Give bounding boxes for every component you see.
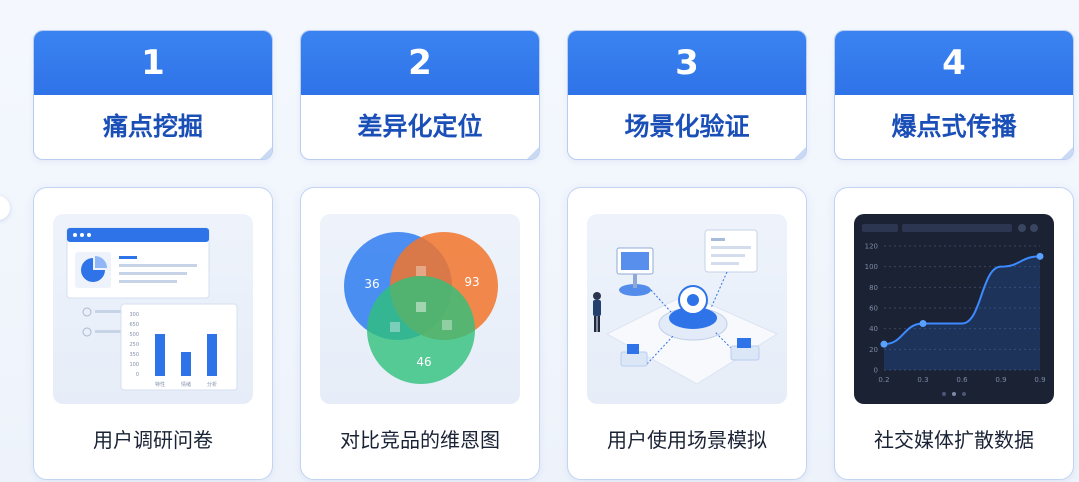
visual-card-2[interactable]: 36 93 46 对比竞品的维恩图	[300, 187, 540, 480]
carousel-prev-handle[interactable]	[0, 196, 10, 220]
y-tick-label: 60	[869, 305, 878, 313]
hub-node-icon	[658, 285, 728, 341]
data-point	[919, 320, 927, 327]
y-tick-label: 40	[869, 325, 878, 333]
step-number: 4	[835, 31, 1073, 95]
social-line-chart: 0 20 40 60 80 100 120 0.2 0.3 0.6 0.9 0.9	[862, 224, 1046, 396]
svg-text:特性: 特性	[155, 381, 165, 388]
visual-card-3[interactable]: 用户使用场景模拟	[567, 187, 807, 480]
step-title: 场景化验证	[624, 112, 750, 141]
x-tick-label: 0.6	[956, 376, 968, 384]
survey-illustration: 300 650 500 250 350 100 0 特性 情绪 分析	[53, 214, 253, 404]
social-chart-illustration: 0 20 40 60 80 100 120 0.2 0.3 0.6 0.9 0.9	[854, 214, 1054, 404]
series-area	[884, 256, 1040, 370]
venn-svg: 36 93 46	[344, 232, 498, 384]
x-tick-label: 0.2	[878, 376, 889, 384]
step-card-2[interactable]: 2 差异化定位	[300, 30, 540, 160]
step-number: 3	[568, 31, 806, 95]
series-line	[883, 255, 1041, 346]
card-caption: 社交媒体扩散数据	[874, 428, 1034, 452]
step-title: 爆点式传播	[891, 112, 1017, 141]
step-title: 痛点挖掘	[102, 112, 203, 141]
y-tick-label: 0	[874, 367, 878, 375]
data-point	[1036, 252, 1044, 260]
card-corner-fold	[259, 146, 272, 159]
y-tick-label: 100	[865, 263, 878, 271]
svg-text:350: 350	[129, 352, 139, 358]
svg-text:0: 0	[136, 372, 139, 378]
step-title: 差异化定位	[357, 112, 483, 141]
y-tick-label: 80	[869, 284, 878, 292]
person-icon	[593, 292, 601, 332]
svg-text:100: 100	[129, 362, 139, 368]
y-tick-label: 120	[865, 243, 878, 251]
survey-svg: 300 650 500 250 350 100 0 特性 情绪 分析	[66, 227, 238, 391]
svg-text:分析: 分析	[207, 381, 217, 388]
venn-left-value: 36	[364, 277, 379, 291]
scenario-illustration	[587, 214, 787, 404]
window-dots-icon	[67, 228, 209, 242]
data-point	[880, 340, 888, 348]
x-tick-label: 0.9	[995, 376, 1006, 384]
venn-circle-bottom	[367, 276, 475, 384]
visual-card-4[interactable]: 0 20 40 60 80 100 120 0.2 0.3 0.6 0.9 0.9 社交媒体扩散数据	[834, 187, 1074, 480]
step-number: 1	[34, 31, 272, 95]
x-tick-label: 0.3	[917, 376, 928, 384]
scenario-svg	[593, 229, 779, 385]
card-caption: 用户调研问卷	[93, 428, 213, 452]
venn-illustration: 36 93 46	[320, 214, 520, 404]
svg-text:300: 300	[129, 312, 139, 318]
survey-bar-3	[207, 334, 217, 376]
y-tick-label: 20	[869, 346, 878, 354]
survey-bar-2	[181, 352, 191, 376]
step-card-3[interactable]: 3 场景化验证	[567, 30, 807, 160]
svg-text:650: 650	[129, 322, 139, 328]
visual-card-1[interactable]: 300 650 500 250 350 100 0 特性 情绪 分析	[33, 187, 273, 480]
venn-right-value: 93	[464, 275, 479, 289]
step-number: 2	[301, 31, 539, 95]
survey-bar-1	[155, 334, 165, 376]
card-caption: 用户使用场景模拟	[607, 428, 767, 452]
step-card-1[interactable]: 1 痛点挖掘	[33, 30, 273, 160]
card-corner-fold	[526, 146, 539, 159]
card-caption: 对比竞品的维恩图	[340, 428, 500, 452]
monitor-icon	[616, 247, 654, 296]
card-corner-fold	[793, 146, 806, 159]
card-corner-fold	[1060, 146, 1073, 159]
venn-bottom-value: 46	[416, 355, 431, 369]
svg-text:情绪: 情绪	[181, 381, 191, 388]
step-card-4[interactable]: 4 爆点式传播	[834, 30, 1074, 160]
svg-text:250: 250	[129, 342, 139, 348]
x-tick-label: 0.9	[1034, 376, 1045, 384]
pie-chart-icon	[81, 258, 105, 282]
svg-text:500: 500	[129, 332, 139, 338]
